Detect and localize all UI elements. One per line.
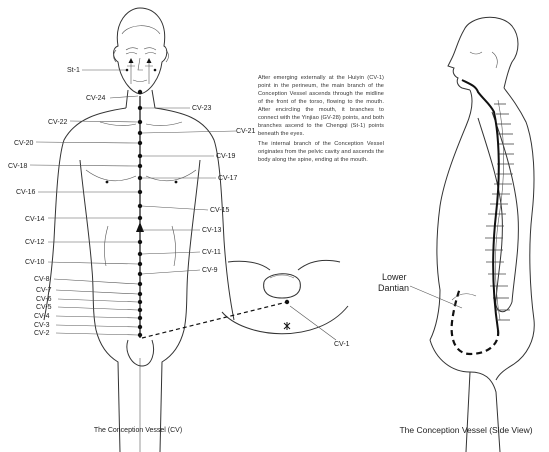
- st1-branches: [125, 58, 157, 84]
- label-cv21: CV-21: [236, 128, 256, 135]
- cv19-point: [137, 153, 143, 159]
- right-leader-lines: [141, 107, 237, 275]
- perineum-inset: CV-1: [221, 259, 350, 348]
- cv17-point: [137, 175, 143, 181]
- left-leader-lines: [29, 69, 139, 336]
- label-cv11: CV-11: [202, 249, 221, 256]
- label-cv15: CV-15: [210, 207, 230, 214]
- label-cv5: CV-5: [36, 304, 52, 311]
- cv6-point: [137, 299, 143, 305]
- cv4-point: [137, 315, 143, 321]
- cv-points: [137, 89, 143, 338]
- description-text: After emerging externally at the Huiyin …: [258, 74, 384, 166]
- label-cv10: CV-10: [25, 259, 45, 266]
- cv2-point: [137, 332, 143, 338]
- label-cv6: CV-6: [36, 296, 52, 303]
- label-cv4: CV-4: [34, 313, 50, 320]
- front-caption: The Conception Vessel (CV): [94, 427, 182, 434]
- cv7-point: [137, 291, 143, 297]
- pelvic-dashed-path: [450, 287, 500, 356]
- label-cv18: CV-18: [8, 163, 28, 170]
- label-cv1: CV-1: [334, 341, 350, 348]
- dantian-label-line1: Lower: [382, 272, 407, 282]
- description-paragraph-1: After emerging externally at the Huiyin …: [258, 75, 384, 137]
- label-cv3: CV-3: [34, 322, 50, 329]
- label-st1: St-1: [67, 67, 80, 74]
- label-cv24: CV-24: [86, 95, 106, 102]
- label-cv16: CV-16: [16, 189, 36, 196]
- cv21-point: [137, 130, 143, 136]
- cv11-point: [137, 251, 143, 257]
- cv5-point: [137, 307, 143, 313]
- right-labels: CV-23 CV-21 CV-19 CV-17 CV-15 CV-13 CV-1…: [192, 105, 256, 274]
- label-cv9: CV-9: [202, 267, 218, 274]
- dantian-label-group: Lower Dantian: [378, 272, 463, 309]
- front-body-figure: [43, 7, 235, 452]
- left-labels: St-1 CV-24 CV-22 CV-20 CV-18 CV-16 CV-14…: [8, 67, 106, 337]
- label-cv23: CV-23: [192, 105, 212, 112]
- cv24-point: [137, 89, 143, 95]
- cv12-point: [137, 239, 143, 245]
- label-cv8: CV-8: [34, 276, 50, 283]
- cv22-point: [137, 119, 143, 125]
- internal-branch-line: [461, 79, 500, 331]
- label-cv13: CV-13: [202, 227, 222, 234]
- cv20-point: [137, 140, 143, 146]
- description-paragraph-2: The internal branch of the Conception Ve…: [258, 141, 384, 163]
- cv23-point: [137, 105, 143, 111]
- label-cv20: CV-20: [14, 140, 34, 147]
- label-cv14: CV-14: [25, 216, 45, 223]
- side-body-figure: [429, 16, 535, 452]
- cv16-point: [137, 189, 143, 195]
- cv10-point: [137, 261, 143, 267]
- side-caption: The Conception Vessel (Side View): [399, 425, 532, 435]
- cv2-to-cv1-dashed: [141, 301, 288, 339]
- label-cv19: CV-19: [216, 153, 236, 160]
- cv18-point: [137, 163, 143, 169]
- label-cv12: CV-12: [25, 239, 45, 246]
- flow-arrow-up: [136, 222, 144, 232]
- cv8-point: [137, 281, 143, 287]
- cv14-point: [137, 215, 143, 221]
- cv3-point: [137, 324, 143, 330]
- label-cv2: CV-2: [34, 330, 50, 337]
- label-cv22: CV-22: [48, 119, 68, 126]
- label-cv7: CV-7: [36, 287, 52, 294]
- label-cv17: CV-17: [218, 175, 238, 182]
- cv15-point: [137, 203, 143, 209]
- cv9-point: [137, 271, 143, 277]
- dantian-label-line2: Dantian: [378, 283, 409, 293]
